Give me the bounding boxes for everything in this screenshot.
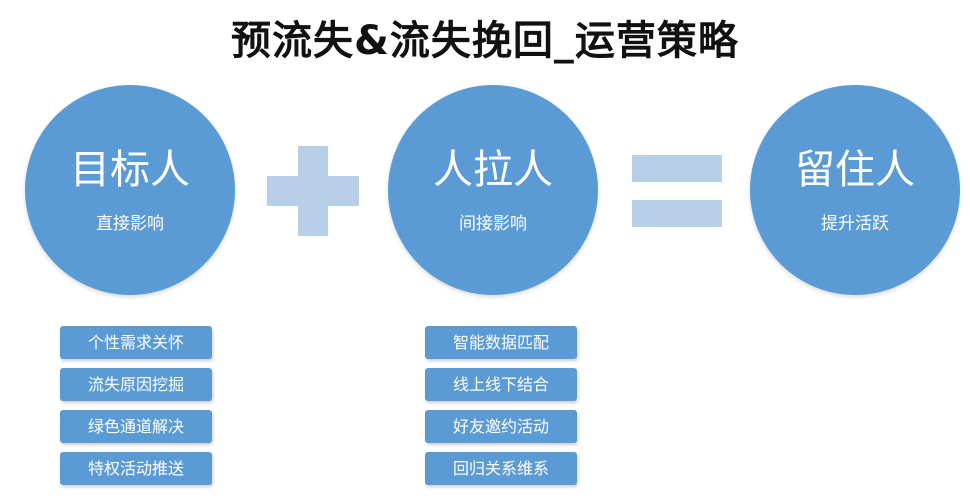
- plus-icon-vertical-bar: [298, 146, 328, 236]
- circle-sub-label: 间接影响: [459, 214, 527, 234]
- circle-retention: 留住人 提升活跃: [750, 85, 960, 295]
- circle-sub-label: 提升活跃: [821, 214, 889, 234]
- equals-icon-top-bar: [632, 155, 722, 182]
- circle-main-label: 目标人: [70, 147, 190, 193]
- tag-item: 回归关系维系: [425, 452, 577, 485]
- equals-icon-bottom-bar: [632, 200, 722, 227]
- tag-item: 线上线下结合: [425, 368, 577, 401]
- tag-item: 特权活动推送: [60, 452, 212, 485]
- page-title: 预流失&流失挽回_运营策略: [231, 18, 739, 64]
- tag-item: 流失原因挖掘: [60, 368, 212, 401]
- left-tag-list: 个性需求关怀 流失原因挖掘 绿色通道解决 特权活动推送: [60, 326, 212, 494]
- circle-referral: 人拉人 间接影响: [388, 85, 598, 295]
- tag-item: 智能数据匹配: [425, 326, 577, 359]
- tag-item: 绿色通道解决: [60, 410, 212, 443]
- tag-item: 个性需求关怀: [60, 326, 212, 359]
- circle-sub-label: 直接影响: [96, 214, 164, 234]
- circle-main-label: 人拉人: [433, 147, 553, 193]
- middle-tag-list: 智能数据匹配 线上线下结合 好友邀约活动 回归关系维系: [425, 326, 577, 494]
- tag-item: 好友邀约活动: [425, 410, 577, 443]
- circle-target-people: 目标人 直接影响: [25, 85, 235, 295]
- circle-main-label: 留住人: [795, 147, 915, 193]
